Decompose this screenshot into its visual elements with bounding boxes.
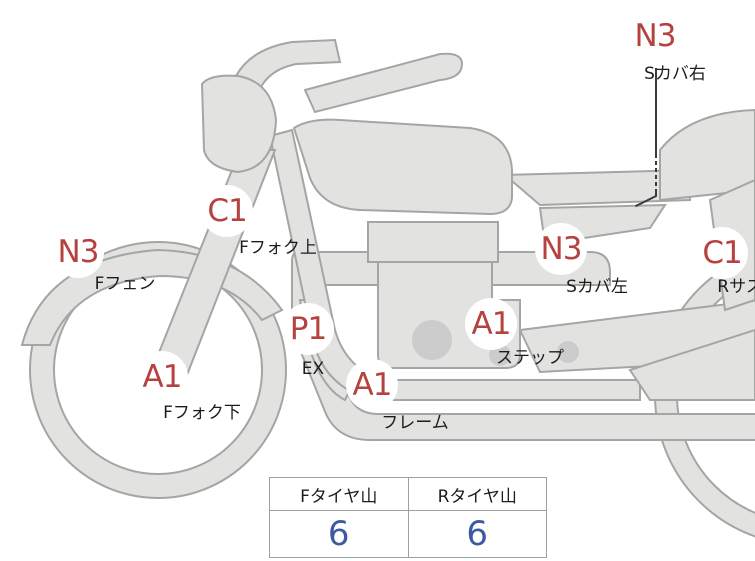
marker-code: C1 (702, 234, 742, 271)
tire-tread-table: Fタイヤ山 Rタイヤ山 6 6 (269, 477, 547, 558)
label-frame: フレーム (381, 413, 449, 433)
label-f-fork-lower: Fフォク下 (163, 403, 241, 423)
label-f-fender: Fフェン (94, 274, 156, 294)
handlebar-right (303, 52, 464, 114)
marker-f-fork-lower[interactable]: A1 (136, 351, 188, 403)
rear-body-lower (628, 328, 755, 401)
header-rear-tire: Rタイヤ山 (407, 477, 547, 511)
marker-f-fender[interactable]: N3 (52, 226, 104, 278)
label-f-fork-upper: Fフォク上 (239, 238, 317, 258)
marker-s-cover-left[interactable]: N3 (535, 223, 587, 275)
label-step: ステップ (496, 348, 564, 368)
value-rear-tire: 6 (407, 510, 547, 558)
value-front-tire: 6 (269, 510, 409, 558)
label-r-suspension: Rサス (717, 277, 755, 297)
marker-code: A1 (352, 366, 393, 403)
marker-s-cover-right[interactable]: N3 (629, 10, 681, 62)
marker-r-suspension[interactable]: C1 (696, 227, 748, 279)
marker-code: N3 (57, 233, 100, 270)
headlight (200, 74, 278, 174)
marker-exhaust[interactable]: P1 (282, 303, 334, 355)
marker-frame[interactable]: A1 (346, 359, 398, 411)
marker-code: C1 (207, 192, 247, 229)
marker-code: N3 (540, 230, 583, 267)
marker-f-fork-upper[interactable]: C1 (201, 185, 253, 237)
header-front-tire: Fタイヤ山 (269, 477, 409, 511)
fuel-tank (292, 118, 513, 216)
label-s-cover-left: Sカバ左 (566, 277, 628, 297)
marker-code: P1 (289, 310, 327, 347)
seat (659, 108, 755, 202)
marker-code: N3 (634, 17, 677, 54)
marker-code: A1 (471, 305, 512, 342)
marker-step[interactable]: A1 (465, 298, 517, 350)
leader-line (605, 68, 657, 221)
label-s-cover-right: Sカバ右 (644, 64, 706, 84)
marker-code: A1 (142, 358, 183, 395)
side-cover-body (502, 168, 691, 207)
table-header-row: Fタイヤ山 Rタイヤ山 (269, 477, 547, 511)
label-exhaust: EX (301, 359, 325, 379)
table-row: 6 6 (269, 510, 547, 558)
